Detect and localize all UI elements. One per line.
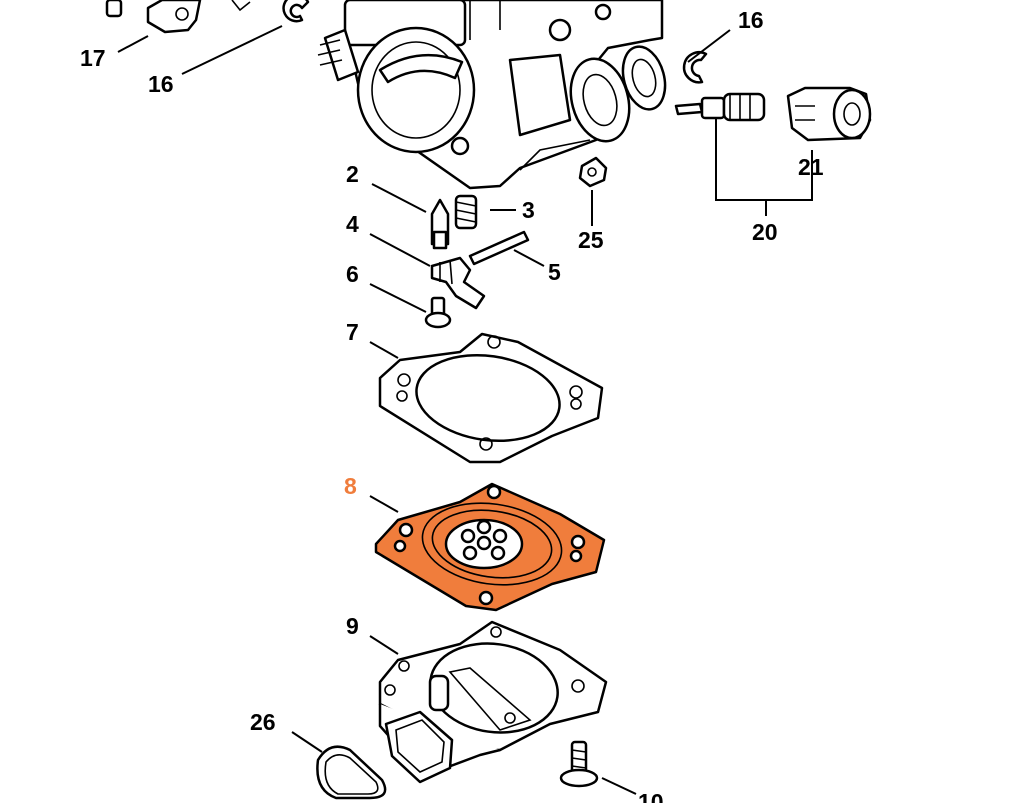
callout-3: 3 [522, 197, 535, 223]
part-10-screw [559, 740, 599, 788]
callout-17: 17 [80, 45, 106, 71]
callout-4: 4 [346, 211, 359, 237]
callout-7: 7 [346, 319, 359, 345]
callout-20: 20 [752, 219, 778, 245]
callout-25: 25 [578, 227, 604, 253]
part-21-cap [786, 86, 872, 142]
part-2-needle-valve [430, 198, 450, 250]
leader-lines [117, 25, 813, 795]
callout-9: 9 [346, 613, 359, 639]
carburetor-body [317, 0, 667, 190]
callout-26: 26 [250, 709, 276, 735]
part-4-lever [430, 256, 486, 310]
callout-labels: 17 16 16 2 3 4 5 6 7 8 9 21 20 25 26 10 [80, 7, 824, 803]
part-7-gasket [378, 332, 604, 464]
callout-10: 10 [638, 789, 664, 803]
callout-16: 16 [738, 7, 764, 33]
callout-21: 21 [798, 154, 824, 180]
part-20-needle [674, 92, 766, 122]
callout-8: 8 [344, 473, 357, 499]
part-5-pin [468, 230, 530, 266]
part-26-seal-ring [316, 745, 387, 800]
part-17-clip [105, 0, 251, 34]
part-6-screw [424, 296, 452, 329]
callout-16: 16 [148, 71, 174, 97]
callout-6: 6 [346, 261, 359, 287]
part-8-diaphragm-highlighted [374, 482, 606, 612]
part-25-plug [578, 156, 608, 188]
part-9-cover [378, 620, 608, 784]
part-3-spring [454, 194, 478, 230]
callout-2: 2 [346, 161, 359, 187]
callout-5: 5 [548, 259, 561, 285]
part-16-circlip-left [282, 0, 310, 23]
